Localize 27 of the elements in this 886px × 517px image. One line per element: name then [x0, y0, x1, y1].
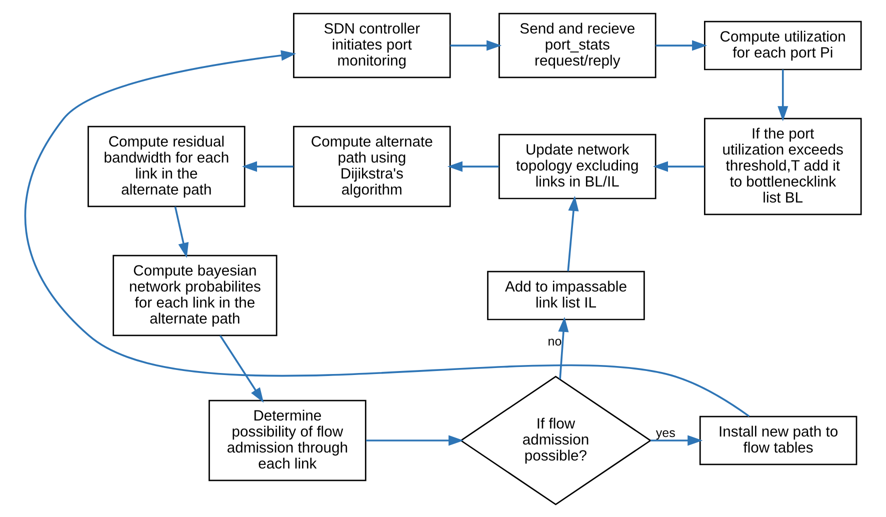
arrow [219, 334, 264, 402]
arrow [366, 434, 464, 446]
arrow [656, 40, 708, 50]
arrow [652, 160, 704, 172]
node-box: Compute utilization for each port Pi [704, 20, 862, 70]
node-box: Determine possibility of flow admission through each link [208, 399, 366, 481]
node-box: Add to impassable link list IL [487, 270, 645, 320]
node-box: SDN controller initiates port monitoring [293, 12, 451, 78]
arrow [778, 69, 788, 121]
arrow [24, 50, 750, 417]
node-box: Install new path to flow tables [699, 415, 858, 465]
arrow [174, 206, 189, 258]
arrow [558, 316, 569, 379]
node-box: Compute bayesian network probabilites for each link in the alternate path [112, 254, 278, 336]
node-box: Compute alternate path using Dijikstra's algorithm [293, 125, 451, 207]
edge-label: yes [656, 425, 676, 440]
arrow [450, 40, 502, 50]
arrow [447, 160, 499, 172]
arrow [242, 160, 294, 172]
arrow [567, 195, 579, 271]
node-diamond: If flow admission possible? [460, 375, 652, 505]
node-box: Update network topology excluding links in BL/IL [498, 133, 656, 199]
edge-label: no [548, 334, 562, 348]
node-box: Compute residual bandwidth for each link in the alternate path [88, 125, 246, 207]
node-box: If the port utilization exceeds threshold,T add it to bottlenecklink list BL [704, 117, 862, 215]
node-box: Send and recieve port_stats request/reply [498, 12, 656, 78]
arrow [650, 434, 703, 446]
